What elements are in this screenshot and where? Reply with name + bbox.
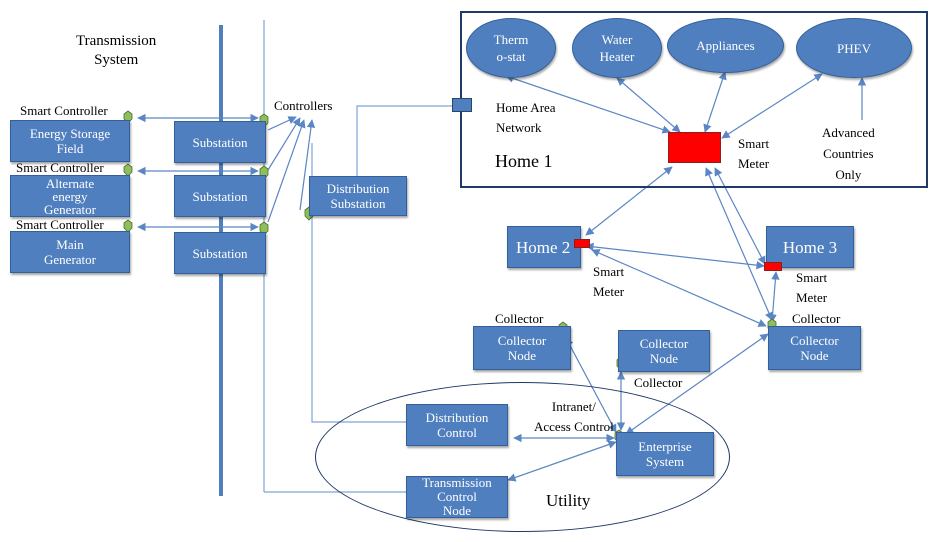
smart-controller-label: Smart Controller (20, 103, 108, 118)
phev-device[interactable]: PHEV (796, 18, 912, 78)
arrow-meter-collector3 (705, 167, 773, 321)
dist-han-line (356, 105, 452, 178)
arrow-phev (721, 73, 823, 139)
intranet-access-control-label: Intranet/ Access Control (534, 399, 614, 434)
home2-node[interactable]: Home 2 (507, 226, 581, 268)
substation-node[interactable]: Substation (174, 121, 266, 163)
controller-shield-icon (259, 221, 269, 236)
controller-shield-icon (123, 219, 133, 233)
substation-node[interactable]: Substation (174, 175, 266, 217)
transmission-system-title: Transmission System (76, 33, 157, 68)
home3-smart-meter-label: Smart Meter (796, 270, 828, 305)
dist-ctrl-arrow (299, 119, 316, 211)
arrow-home3-collector3 (768, 271, 780, 323)
home-area-network-port[interactable] (452, 98, 472, 112)
home1-smart-meter-label: Smart Meter (738, 136, 770, 171)
home1-smart-meter[interactable] (668, 132, 721, 163)
controllers-label: Controllers (274, 98, 333, 113)
utility-title: Utility (546, 491, 591, 510)
home2-smart-meter[interactable] (574, 239, 590, 248)
sub-ctrl-arrow-1 (267, 116, 297, 131)
arrow-water-heater (616, 77, 681, 133)
advanced-countries-note: Advanced Countries Only (822, 125, 875, 182)
arrow-home2-collector3 (591, 249, 767, 327)
collector-label: Collector (495, 311, 544, 326)
home1-title: Home 1 (495, 151, 553, 171)
smart-controller-label: Smart Controller (16, 160, 104, 175)
collector-label: Collector (792, 311, 841, 326)
utility-boundary (315, 382, 730, 532)
home-area-network-label: Home Area Network (496, 100, 556, 135)
appliances-device[interactable]: Appliances (667, 18, 784, 73)
smart-controller-label: Smart Controller (16, 217, 104, 232)
sub-ctrl-arrow-3 (267, 119, 306, 223)
collector-label: Collector (634, 375, 683, 390)
sub-ctrl-arrow-2 (267, 117, 301, 171)
home3-smart-meter[interactable] (764, 262, 782, 271)
arrow-meter-home2 (585, 166, 673, 236)
controller-shield-icon (123, 163, 133, 177)
home2-smart-meter-label: Smart Meter (593, 264, 625, 299)
home3-node[interactable]: Home 3 (766, 226, 854, 268)
substation-node[interactable]: Substation (174, 232, 266, 274)
